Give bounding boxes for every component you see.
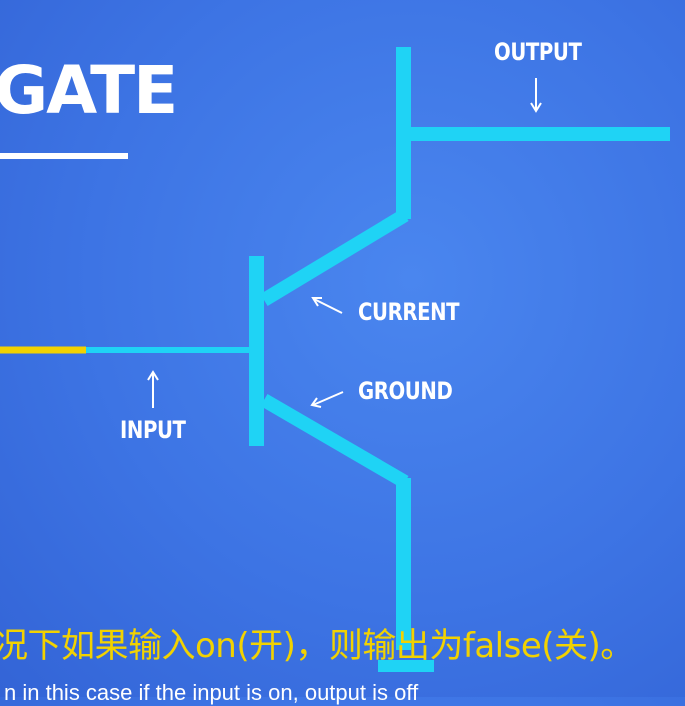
output-label: OUTPUT — [494, 38, 582, 66]
gate-title: GATE — [0, 52, 178, 129]
collector-wire — [396, 47, 411, 219]
output-wire — [404, 127, 670, 141]
collector-lead — [260, 209, 409, 306]
output-arrow — [530, 78, 542, 113]
subtitle-chinese: 况下如果输入on(开)，则输出为false(关)。 — [0, 626, 634, 666]
input-label: INPUT — [120, 416, 186, 444]
current-arrow — [311, 297, 343, 314]
ground-wire — [396, 478, 411, 650]
subtitle-english: n in this case if the input is on, outpu… — [4, 680, 419, 705]
transistor-base — [249, 256, 264, 446]
emitter-lead — [260, 393, 409, 489]
ground-arrow — [310, 391, 344, 408]
current-label: CURRENT — [358, 298, 460, 326]
title-underline — [0, 153, 128, 159]
ground-terminal — [378, 660, 434, 672]
input-arrow — [147, 370, 159, 408]
ground-label: GROUND — [358, 377, 453, 405]
